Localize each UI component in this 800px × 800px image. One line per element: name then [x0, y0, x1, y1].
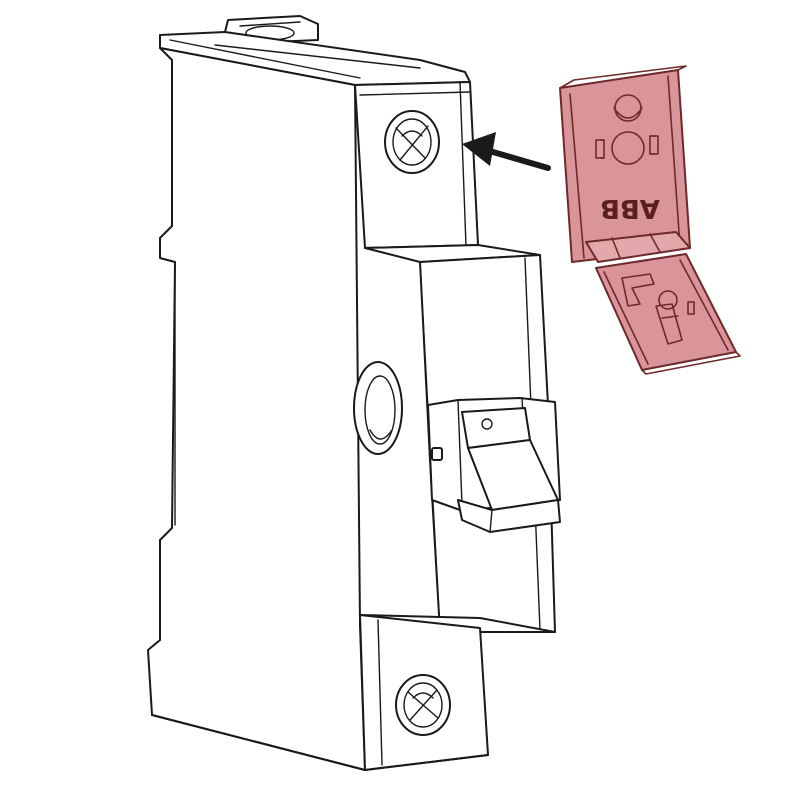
cover-brand-label: ABB	[600, 193, 660, 223]
side-opening-icon	[353, 361, 403, 455]
cover-lower-flap[interactable]	[595, 253, 737, 371]
left-side-face	[147, 47, 366, 771]
toggle-lever[interactable]	[457, 407, 561, 533]
cover-screw-outline-icon	[595, 94, 659, 165]
upper-screw-icon	[384, 110, 440, 174]
circuit-breaker	[147, 15, 561, 771]
flap-marking-icon	[621, 273, 695, 345]
arrow-left-icon	[462, 132, 551, 171]
terminal-cover-highlighted: ABB	[559, 65, 741, 375]
lower-screw-icon	[395, 674, 451, 736]
